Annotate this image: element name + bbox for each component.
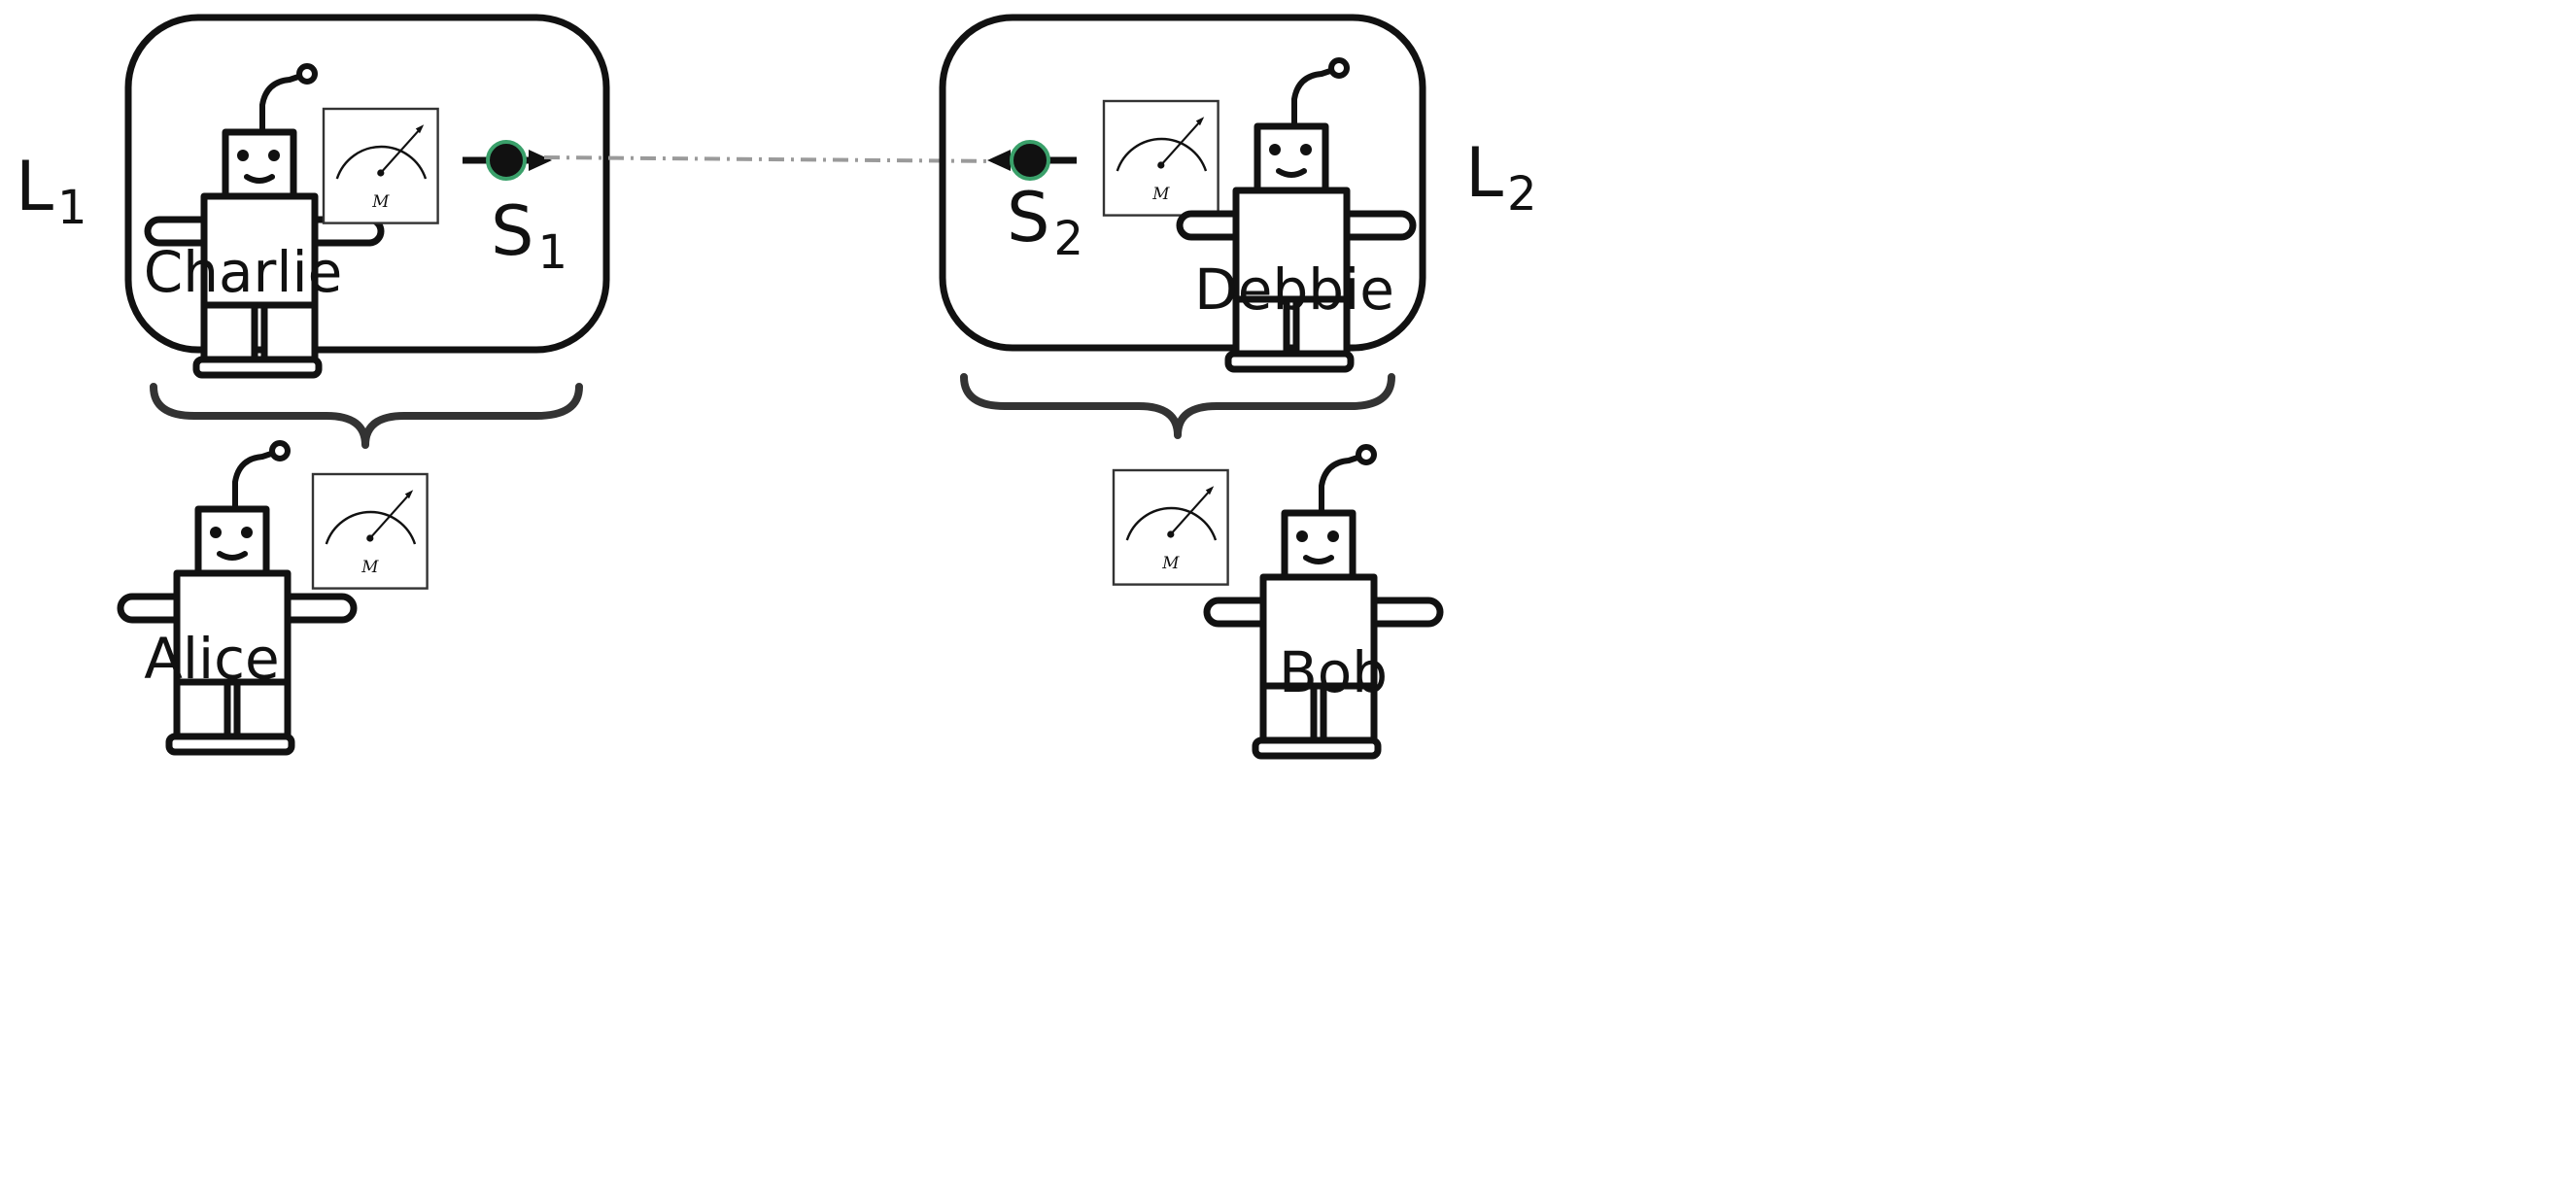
lab-1-label: L1 (16, 147, 87, 235)
lab-2-label: L2 (1465, 133, 1537, 222)
bob-label: Bob (1279, 639, 1388, 705)
lab-1: M Charlie S1 L1 M Alice (16, 14, 610, 752)
charlie-meter-icon: M (322, 107, 439, 224)
charlie-label: Charlie (144, 239, 343, 305)
alice-meter-icon: M (311, 472, 429, 590)
bob-meter-icon: M (1112, 468, 1229, 586)
bob-meter-label: M (1161, 553, 1180, 572)
charlie-meter-label: M (371, 191, 390, 211)
alice-label: Alice (144, 626, 279, 692)
arrow-right-icon (529, 150, 552, 171)
arrow-left-icon (987, 150, 1011, 171)
lab-2-enclosure (939, 14, 1426, 352)
debbie-meter-label: M (1151, 184, 1170, 203)
system-s2-particle (987, 140, 1077, 181)
lab-2: M Debbie S2 L2 M Bob (939, 14, 1537, 756)
lab-2-curly-brace-icon (960, 373, 1395, 439)
debbie-meter-icon: M (1102, 99, 1219, 217)
bob-robot-icon (1207, 447, 1440, 756)
particle-dot-icon (486, 140, 527, 181)
alice-meter-label: M (361, 557, 379, 576)
system-s2-label: S2 (1007, 178, 1083, 266)
particle-dot-icon (1010, 140, 1050, 181)
debbie-label: Debbie (1194, 256, 1394, 323)
lab-1-curly-brace-icon (150, 383, 583, 449)
system-s1-particle (463, 140, 552, 181)
entanglement-link (543, 155, 1000, 163)
system-s1-label: S1 (491, 191, 567, 280)
lab-1-enclosure (124, 14, 610, 354)
